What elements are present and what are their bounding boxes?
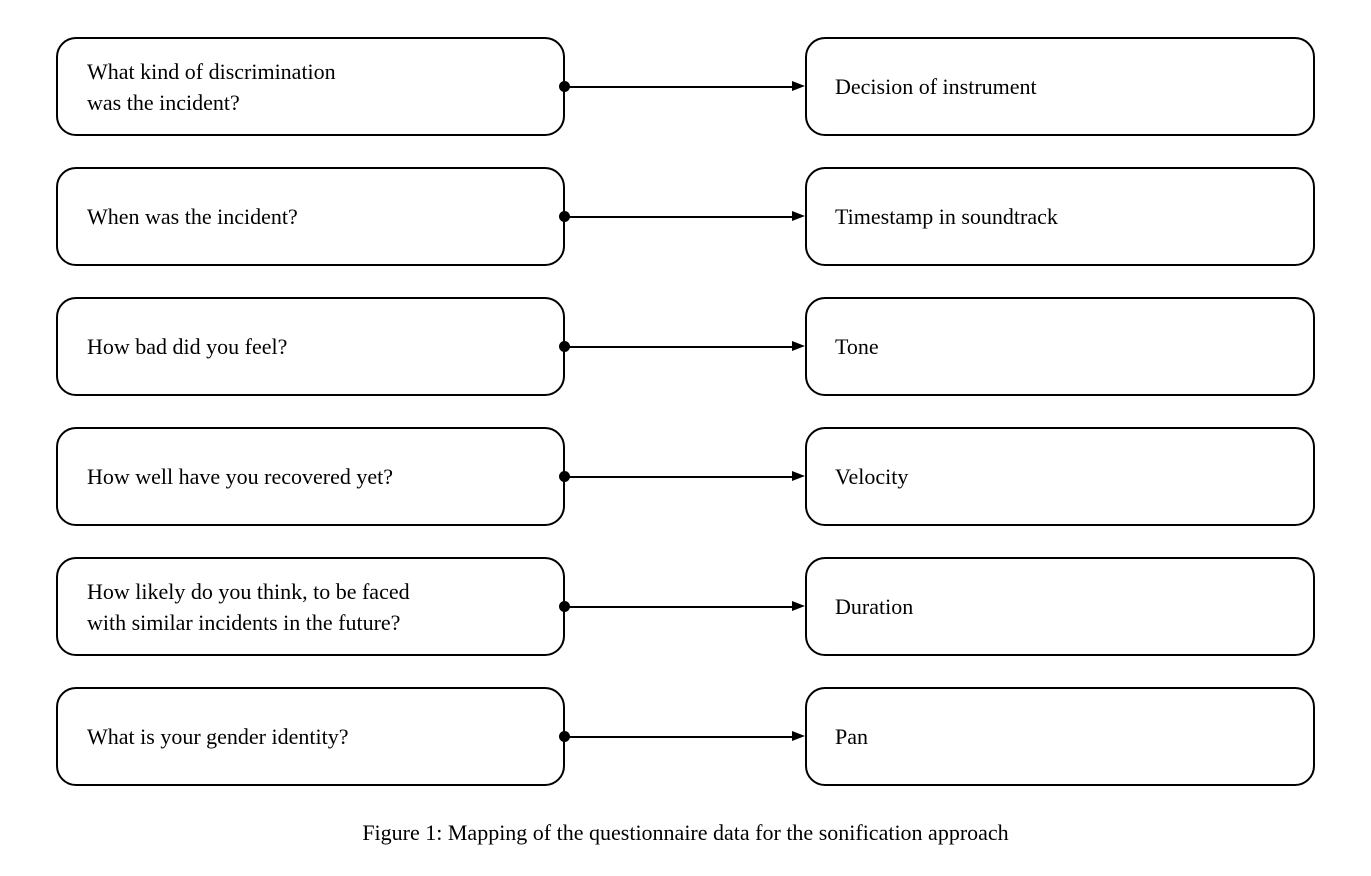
mapping-connector xyxy=(559,167,805,266)
parameter-box: Decision of instrument xyxy=(805,37,1315,136)
mapping-row: How bad did you feel? Tone xyxy=(0,297,1371,396)
connector-dot xyxy=(559,601,570,612)
arrow-head-icon xyxy=(792,81,805,91)
mapping-row: What is your gender identity? Pan xyxy=(0,687,1371,786)
arrow-head-icon xyxy=(792,341,805,351)
question-label: When was the incident? xyxy=(87,204,298,229)
mapping-row: When was the incident? Timestamp in soun… xyxy=(0,167,1371,266)
connector-dot xyxy=(559,341,570,352)
mapping-diagram: What kind of discrimination was the inci… xyxy=(0,37,1371,817)
arrow-head-icon xyxy=(792,471,805,481)
arrow-head-icon xyxy=(792,731,805,741)
parameter-label: Decision of instrument xyxy=(835,74,1037,99)
parameter-box: Duration xyxy=(805,557,1315,656)
question-box: What is your gender identity? xyxy=(56,687,565,786)
parameter-box: Timestamp in soundtrack xyxy=(805,167,1315,266)
question-box: How bad did you feel? xyxy=(56,297,565,396)
mapping-row: How likely do you think, to be faced wit… xyxy=(0,557,1371,656)
mapping-row: How well have you recovered yet? Velocit… xyxy=(0,427,1371,526)
connector-dot xyxy=(559,81,570,92)
question-box: When was the incident? xyxy=(56,167,565,266)
mapping-connector xyxy=(559,427,805,526)
parameter-label: Pan xyxy=(835,724,868,749)
question-label: What is your gender identity? xyxy=(87,724,349,749)
connector-line xyxy=(565,735,797,738)
question-box: How well have you recovered yet? xyxy=(56,427,565,526)
parameter-label: Timestamp in soundtrack xyxy=(835,204,1058,229)
parameter-label: Tone xyxy=(835,334,879,359)
parameter-label: Duration xyxy=(835,594,914,619)
question-label: How bad did you feel? xyxy=(87,334,288,359)
question-label: How likely do you think, to be faced wit… xyxy=(87,578,410,635)
parameter-box: Velocity xyxy=(805,427,1315,526)
mapping-connector xyxy=(559,687,805,786)
mapping-connector xyxy=(559,297,805,396)
parameter-box: Tone xyxy=(805,297,1315,396)
connector-line xyxy=(565,345,797,348)
question-box: What kind of discrimination was the inci… xyxy=(56,37,565,136)
connector-line xyxy=(565,215,797,218)
mapping-row: What kind of discrimination was the inci… xyxy=(0,37,1371,136)
question-box: How likely do you think, to be faced wit… xyxy=(56,557,565,656)
mapping-connector xyxy=(559,37,805,136)
connector-dot xyxy=(559,211,570,222)
connector-dot xyxy=(559,471,570,482)
question-label: What kind of discrimination was the inci… xyxy=(87,58,336,115)
connector-line xyxy=(565,85,797,88)
parameter-box: Pan xyxy=(805,687,1315,786)
arrow-head-icon xyxy=(792,211,805,221)
figure-caption: Figure 1: Mapping of the questionnaire d… xyxy=(362,820,1009,845)
connector-line xyxy=(565,475,797,478)
question-label: How well have you recovered yet? xyxy=(87,464,394,489)
parameter-label: Velocity xyxy=(835,464,909,489)
connector-line xyxy=(565,605,797,608)
arrow-head-icon xyxy=(792,601,805,611)
connector-dot xyxy=(559,731,570,742)
mapping-connector xyxy=(559,557,805,656)
